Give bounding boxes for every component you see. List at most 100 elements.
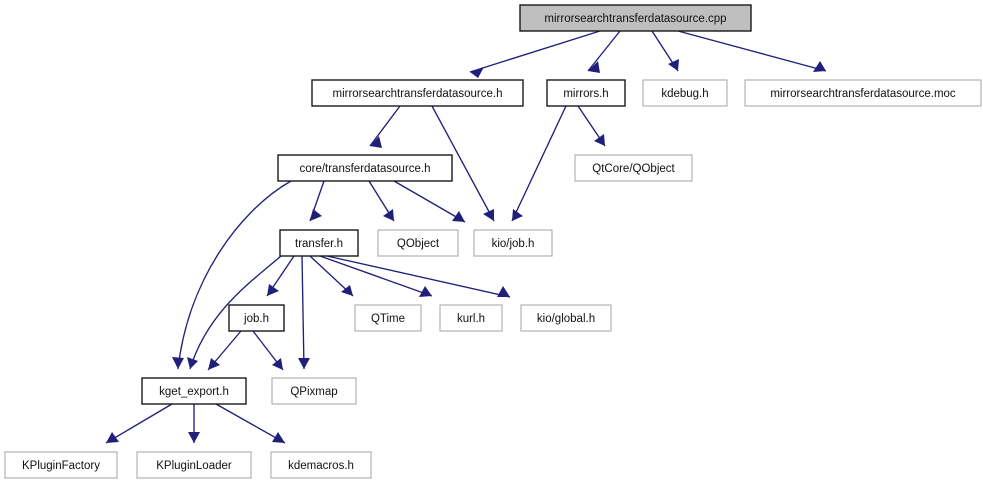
- edge-n7-to-n11: [309, 255, 354, 297]
- arrowhead-icon: [470, 67, 484, 78]
- edge-n0-to-n4: [677, 30, 827, 72]
- arrowhead-icon: [106, 432, 119, 443]
- node-label: mirrorsearchtransferdatasource.moc: [770, 88, 956, 100]
- arrowhead-icon: [383, 209, 394, 221]
- node-label: KPluginLoader: [156, 460, 232, 472]
- graph-node-n10[interactable]: job.h: [228, 304, 285, 332]
- node-label: QObject: [397, 238, 440, 250]
- graph-node-n7[interactable]: transfer.h: [279, 229, 359, 257]
- node-label: KPluginFactory: [22, 460, 100, 472]
- node-box[interactable]: [228, 304, 285, 332]
- edge-n5-to-n9: [393, 180, 466, 223]
- edge-n14-to-n16: [105, 403, 173, 444]
- arrowhead-icon: [187, 357, 198, 369]
- edge-n7-to-n10: [266, 255, 295, 297]
- graph-node-n2[interactable]: mirrors.h: [546, 79, 626, 107]
- node-box: [520, 304, 612, 332]
- arrowhead-icon: [298, 358, 310, 369]
- node-box[interactable]: [519, 4, 752, 32]
- graph-node-n0[interactable]: mirrorsearchtransferdatasource.cpp: [519, 4, 752, 32]
- graph-node-n9: kio/job.h: [473, 229, 553, 257]
- arrowhead-icon: [419, 286, 432, 297]
- graph-node-n11: QTime: [354, 304, 422, 332]
- edge-n10-to-n15: [252, 330, 284, 371]
- node-box: [271, 377, 357, 405]
- edge-n2-to-n9: [511, 105, 567, 222]
- graph-node-n16: KPluginFactory: [4, 451, 118, 479]
- edge-n7-to-n15: [298, 255, 310, 370]
- arrowhead-icon: [341, 285, 353, 296]
- node-label: QTime: [371, 313, 405, 325]
- edge-n0-to-n3: [651, 30, 679, 72]
- arrowhead-icon: [588, 61, 600, 73]
- graph-node-n8: QObject: [377, 229, 459, 257]
- node-label: kdebug.h: [661, 88, 708, 100]
- edge-n7-to-n13: [326, 255, 511, 298]
- graph-node-n3: kdebug.h: [642, 79, 728, 107]
- edge-n5-to-n7: [309, 180, 325, 222]
- edge-n5-to-n8: [368, 180, 395, 222]
- node-box: [377, 229, 459, 257]
- node-label: transfer.h: [295, 238, 343, 250]
- node-box[interactable]: [546, 79, 626, 107]
- node-layer: mirrorsearchtransferdatasource.cpp mirror…: [4, 4, 982, 479]
- arrowhead-icon: [188, 432, 200, 443]
- node-box: [4, 451, 118, 479]
- edge-layer: [105, 30, 827, 444]
- graph-node-n1[interactable]: mirrorsearchtransferdatasource.h: [311, 79, 524, 107]
- graph-node-n13: kio/global.h: [520, 304, 612, 332]
- node-label: mirrors.h: [563, 88, 608, 100]
- edge-n5-to-n14: [172, 180, 292, 370]
- edge-n1-to-n9: [431, 105, 495, 222]
- arrowhead-icon: [483, 209, 494, 221]
- edge-n2-to-n6: [577, 105, 606, 147]
- graph-node-n14[interactable]: kget_export.h: [141, 377, 247, 405]
- node-box: [642, 79, 728, 107]
- node-box[interactable]: [277, 154, 453, 182]
- node-label: QtCore/QObject: [592, 163, 675, 175]
- arrowhead-icon: [512, 209, 523, 221]
- arrowhead-icon: [668, 59, 679, 71]
- node-label: core/transferdatasource.h: [299, 163, 430, 175]
- node-box: [439, 304, 503, 332]
- node-box[interactable]: [279, 229, 359, 257]
- edge-n1-to-n5: [369, 105, 401, 148]
- arrowhead-icon: [272, 432, 285, 443]
- node-box[interactable]: [141, 377, 247, 405]
- arrowhead-icon: [172, 357, 184, 369]
- graph-node-n17: KPluginLoader: [136, 451, 252, 479]
- node-box[interactable]: [311, 79, 524, 107]
- edge-n10-to-n14: [207, 330, 242, 371]
- node-box: [744, 79, 982, 107]
- edge-n14-to-n18: [215, 403, 286, 444]
- arrowhead-icon: [267, 284, 279, 296]
- graph-node-n6: QtCore/QObject: [574, 154, 693, 182]
- node-box: [354, 304, 422, 332]
- arrowhead-icon: [452, 211, 465, 222]
- arrowhead-icon: [272, 358, 283, 370]
- node-label: kdemacros.h: [288, 460, 354, 472]
- graph-node-n4: mirrorsearchtransferdatasource.moc: [744, 79, 982, 107]
- node-label: job.h: [243, 313, 269, 325]
- arrowhead-icon: [370, 136, 382, 148]
- arrowhead-icon: [310, 209, 322, 221]
- node-box: [136, 451, 252, 479]
- node-label: kurl.h: [457, 313, 485, 325]
- arrowhead-icon: [497, 286, 510, 297]
- edge-n0-to-n2: [587, 30, 621, 73]
- node-label: QPixmap: [290, 386, 337, 398]
- node-label: kio/global.h: [537, 313, 595, 325]
- arrowhead-icon: [594, 134, 605, 146]
- node-label: mirrorsearchtransferdatasource.cpp: [544, 13, 726, 25]
- edge-n14-to-n17: [188, 404, 200, 443]
- node-label: kget_export.h: [159, 386, 229, 398]
- graph-node-n5[interactable]: core/transferdatasource.h: [277, 154, 453, 182]
- arrowhead-icon: [208, 358, 220, 370]
- node-label: kio/job.h: [492, 238, 535, 250]
- node-box: [270, 451, 372, 479]
- edge-n7-to-n12: [319, 255, 433, 297]
- node-box: [574, 154, 693, 182]
- node-label: mirrorsearchtransferdatasource.h: [332, 88, 502, 100]
